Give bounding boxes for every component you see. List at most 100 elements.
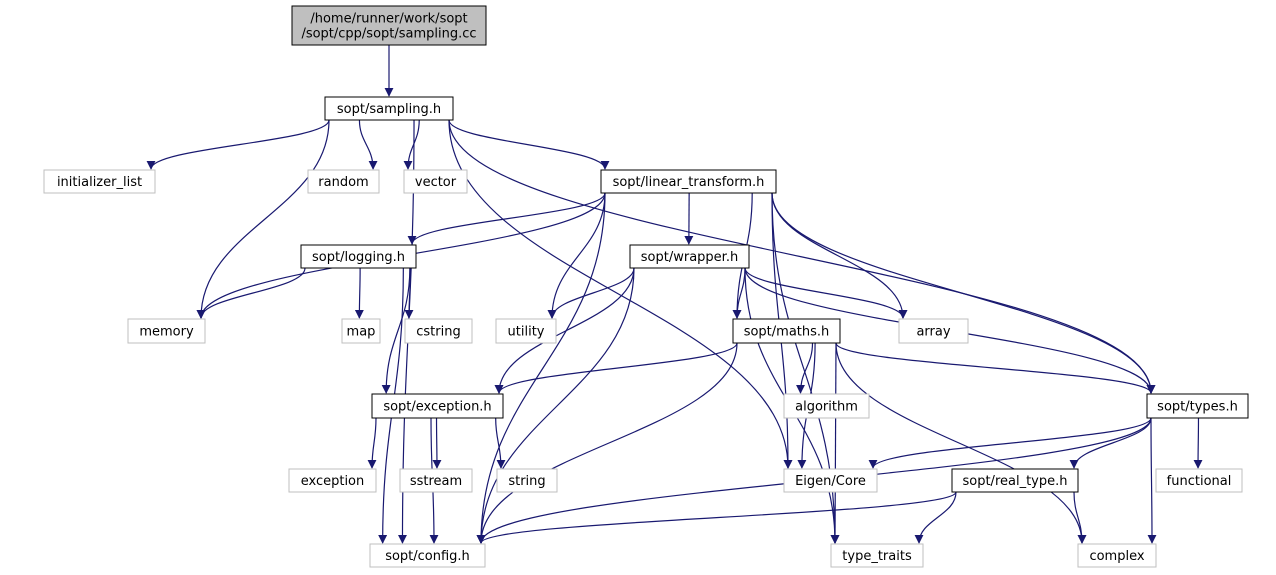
node-eigen-core: Eigen/Core (783, 468, 878, 493)
node-algorithm: algorithm (783, 393, 870, 419)
node-sopt-linear-transform-h[interactable]: sopt/linear_transform.h (600, 169, 777, 194)
node-box (403, 169, 468, 194)
node-box (341, 318, 381, 344)
node-box (951, 468, 1079, 493)
node-box (307, 169, 380, 194)
node-label: type_traits (842, 549, 912, 564)
node-sopt-config-h: sopt/config.h (369, 543, 486, 568)
node-box (898, 318, 969, 344)
edge-maths-h-to-complex (835, 342, 1087, 544)
edge-logging-h-to-cstring (404, 267, 414, 319)
node-box (496, 468, 558, 493)
edge-real-type-h-to-config-h (476, 491, 957, 544)
node-box (399, 468, 473, 493)
node-functional: functional (1155, 468, 1243, 493)
node-sopt-sampling-h[interactable]: sopt/sampling.h (324, 96, 454, 121)
edge-maths-h-to-exception-h (494, 342, 738, 394)
edge-sampling-h-to-initializer-list (146, 119, 330, 170)
node-box (371, 393, 504, 419)
edge-linear-transform-h-to-array (771, 192, 908, 319)
edge-wrapper-h-to-exception-h (494, 267, 635, 394)
node-label: sopt/linear_transform.h (613, 175, 765, 190)
edge-linear-transform-h-to-config-h (476, 192, 606, 544)
node-box (732, 318, 841, 344)
node-box (324, 96, 454, 121)
node-utility: utility (495, 318, 557, 344)
node-label: sopt/exception.h (383, 400, 491, 415)
edge-logging-h-to-memory (196, 267, 306, 319)
edge-wrapper-h-to-array (744, 267, 908, 319)
node-label: exception (301, 474, 365, 489)
node-initializer-list: initializer_list (43, 169, 156, 194)
node-box (830, 543, 924, 568)
edge-maths-h-to-config-h (476, 342, 738, 544)
node-label: random (318, 175, 368, 190)
node-label: vector (415, 175, 457, 190)
node-string: string (496, 468, 558, 493)
node-type-traits: type_traits (830, 543, 924, 568)
edge-real-type-h-to-type-traits (914, 491, 957, 544)
node-label: utility (508, 325, 545, 340)
edge-sampling-h-to-random (358, 119, 378, 170)
node-sopt-wrapper-h[interactable]: sopt/wrapper.h (629, 244, 750, 269)
edge-types-h-to-complex (1147, 417, 1157, 544)
node-exception: exception (288, 468, 377, 493)
node-sopt-maths-h[interactable]: sopt/maths.h (732, 318, 841, 344)
edge-exception-h-to-string (495, 417, 506, 469)
node-label: cstring (416, 325, 460, 340)
node-vector: vector (403, 169, 468, 194)
node-box (127, 318, 206, 344)
node-label: memory (139, 325, 194, 340)
edge-linear-transform-h-to-logging-h (407, 192, 606, 245)
node-label: map (347, 325, 376, 340)
node-label: Eigen/Core (795, 474, 866, 489)
edge-logging-h-to-map (354, 267, 364, 319)
node-box (300, 244, 417, 269)
node-cstring: cstring (404, 318, 473, 344)
node-box (495, 318, 557, 344)
edge-maths-h-to-type-traits (830, 342, 840, 544)
node-sopt-types-h[interactable]: sopt/types.h (1146, 393, 1249, 419)
edge-linear-transform-h-to-types-h (771, 192, 1156, 394)
node-array: array (898, 318, 969, 344)
node-box (404, 318, 473, 344)
node-box (369, 543, 486, 568)
node-home-runner-work-sopt-sopt-cpp-sopt-sampling-cc[interactable]: /home/runner/work/sopt/sopt/cpp/sopt/sam… (291, 5, 487, 46)
node-label: sopt/sampling.h (337, 102, 441, 117)
node-label: initializer_list (57, 175, 142, 190)
edge-real-type-h-to-complex (1073, 491, 1087, 544)
node-map: map (341, 318, 381, 344)
node-complex: complex (1077, 543, 1157, 568)
node-sopt-real-type-h[interactable]: sopt/real_type.h (951, 468, 1079, 493)
node-layer: /home/runner/work/sopt/sopt/cpp/sopt/sam… (43, 5, 1249, 568)
node-sopt-exception-h[interactable]: sopt/exception.h (371, 393, 504, 419)
edge-types-h-to-eigen-core (868, 417, 1152, 469)
node-label: sopt/real_type.h (962, 474, 1067, 489)
node-box (1146, 393, 1249, 419)
node-label: /home/runner/work/sopt (310, 12, 467, 27)
node-box (783, 393, 870, 419)
node-box (783, 468, 878, 493)
node-label: complex (1089, 549, 1144, 564)
edge-exception-h-to-exception (367, 417, 377, 469)
node-sopt-logging-h[interactable]: sopt/logging.h (300, 244, 417, 269)
node-label: sopt/logging.h (312, 250, 405, 265)
node-memory: memory (127, 318, 206, 344)
node-box (629, 244, 750, 269)
node-box (1155, 468, 1243, 493)
node-label: array (916, 325, 950, 340)
node-box (43, 169, 156, 194)
node-label: /sopt/cpp/sopt/sampling.cc (301, 27, 476, 42)
edge-maths-h-to-types-h (835, 342, 1156, 394)
node-label: sopt/types.h (1157, 400, 1238, 415)
node-label: sopt/wrapper.h (641, 250, 738, 265)
node-box (600, 169, 777, 194)
node-label: functional (1167, 474, 1232, 489)
edge-layer (146, 45, 1203, 544)
node-label: sstream (410, 474, 462, 489)
node-box (1077, 543, 1157, 568)
node-box (291, 5, 487, 46)
node-label: sopt/maths.h (744, 325, 830, 340)
node-random: random (307, 169, 380, 194)
edge-wrapper-h-to-utility (547, 267, 635, 319)
